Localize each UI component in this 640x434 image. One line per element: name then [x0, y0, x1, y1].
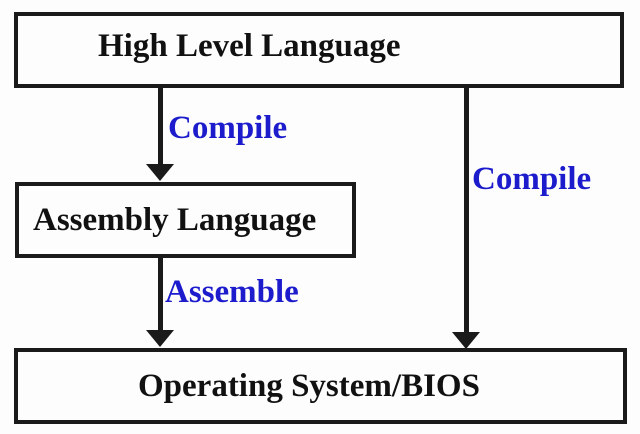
arrowhead-down-icon	[146, 330, 174, 347]
arrowhead-down-icon	[146, 164, 174, 181]
arrow-line-assemble	[158, 258, 163, 332]
box-assembly-language-label: Assembly Language	[33, 201, 317, 238]
box-high-level-language: High Level Language	[14, 12, 624, 88]
arrowhead-down-icon	[452, 332, 480, 349]
arrow-line-compile-left	[158, 88, 163, 166]
arrow-line-compile-right	[464, 88, 469, 334]
box-high-level-language-label: High Level Language	[98, 27, 401, 64]
box-assembly-language: Assembly Language	[15, 182, 356, 258]
arrow-label-assemble: Assemble	[165, 274, 299, 310]
arrow-label-compile-left: Compile	[168, 110, 288, 146]
box-operating-system-bios-label: Operating System/BIOS	[138, 367, 480, 404]
box-operating-system-bios: Operating System/BIOS	[14, 348, 627, 424]
arrow-label-compile-right: Compile	[472, 161, 592, 197]
